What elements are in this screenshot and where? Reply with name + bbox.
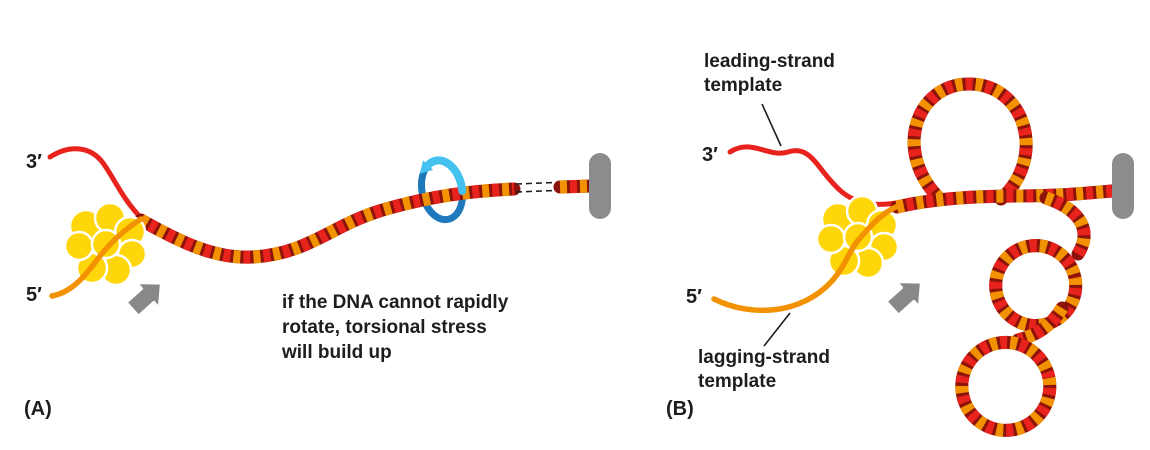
lagging-label-line-1: lagging-strand <box>698 347 830 368</box>
supercoil-lobe-2 <box>962 342 1050 430</box>
lagging-label-callout-line <box>763 312 791 347</box>
panel-label-a: (A) <box>24 398 52 420</box>
lagging-label-line-2: template <box>698 371 777 392</box>
leading-label-line-1: leading-strand <box>704 51 835 72</box>
lagging-strand-template-label: lagging-strand template <box>698 346 830 394</box>
dna-loop-b <box>914 84 1026 199</box>
dna-helix-a <box>141 189 514 257</box>
leading-strand-b <box>727 144 899 207</box>
lagging-strand-b <box>711 203 901 314</box>
leading-strand-template-label: leading-strand template <box>704 50 835 98</box>
caption-line-1: if the DNA cannot rapidly <box>282 292 509 313</box>
leading-label-callout-line <box>761 103 782 147</box>
anchor-capsule-b <box>1112 153 1134 219</box>
anchor-capsule-a <box>589 153 611 219</box>
three-prime-label-a: 3′ <box>26 151 42 173</box>
lagging-strand-a <box>49 216 144 299</box>
caption-line-2: rotate, torsional stress <box>282 317 487 338</box>
five-prime-label-b: 5′ <box>686 286 702 308</box>
five-prime-label-a: 5′ <box>26 284 42 306</box>
rotation-arrow-back-icon <box>418 162 467 224</box>
rotation-arrow-icon <box>419 156 467 195</box>
three-prime-label-b: 3′ <box>702 144 718 166</box>
caption-line-3: will build up <box>282 342 392 363</box>
polymerase-blob-a <box>63 201 148 287</box>
dna-helix-a-end <box>560 186 592 187</box>
leading-label-line-2: template <box>704 75 783 96</box>
leading-strand-a <box>47 146 144 221</box>
torsional-stress-caption: if the DNA cannot rapidly rotate, torsio… <box>282 290 508 365</box>
panel-label-b: (B) <box>666 398 694 420</box>
direction-arrow-b-icon <box>879 267 935 323</box>
